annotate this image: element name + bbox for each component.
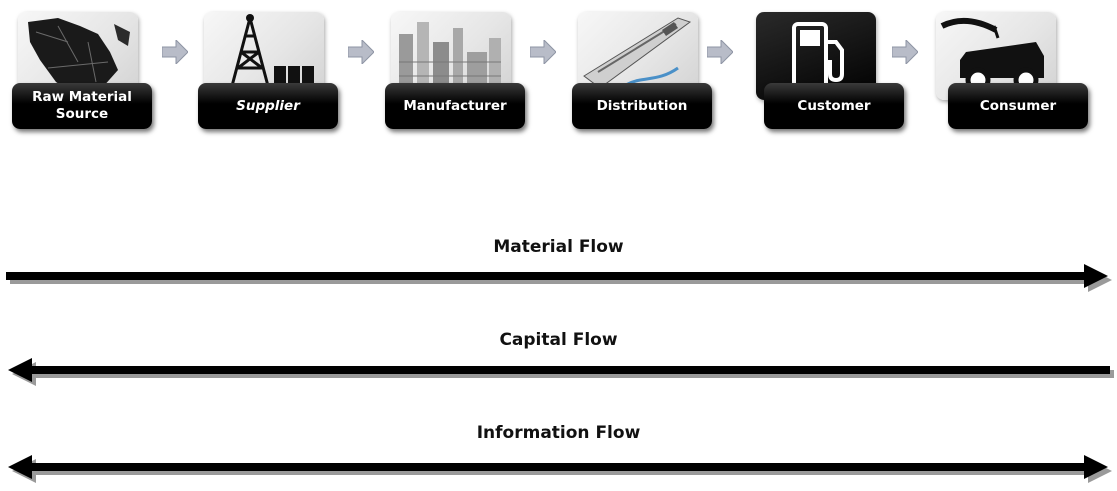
- stage-label: Distribution: [572, 83, 712, 129]
- stage-label: Raw Material Source: [12, 83, 152, 129]
- stage-label: Supplier: [198, 83, 338, 129]
- chevron-right-icon: [162, 40, 188, 64]
- stage-label: Manufacturer: [385, 83, 525, 129]
- chevron-right-icon: [530, 40, 556, 64]
- chevron-right-icon: [348, 40, 374, 64]
- material-flow-arrow: [6, 264, 1112, 292]
- material-flow-title: Material Flow: [493, 237, 624, 257]
- capital-flow-arrow: [8, 358, 1114, 386]
- chevron-right-icon: [707, 40, 733, 64]
- stage-label: Consumer: [948, 83, 1088, 129]
- chevron-right-icon: [892, 40, 918, 64]
- information-flow-arrow: [8, 455, 1112, 483]
- capital-flow-title: Capital Flow: [499, 330, 618, 350]
- information-flow-title: Information Flow: [476, 423, 641, 443]
- stage-label: Customer: [764, 83, 904, 129]
